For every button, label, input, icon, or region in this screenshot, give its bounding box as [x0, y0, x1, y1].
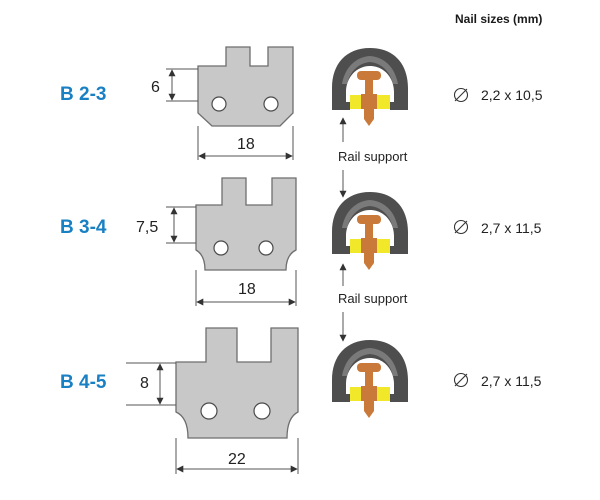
row-label: B 4-5: [60, 372, 107, 393]
height-value: 6: [151, 79, 160, 96]
hole: [263, 96, 279, 112]
height-dimension: 6: [151, 68, 198, 102]
hole: [200, 402, 218, 420]
nail-size-value: 2,2 x 10,5: [481, 87, 543, 103]
diameter-icon: [453, 372, 469, 388]
staple-plate: [195, 177, 297, 271]
row-label: B 2-3: [60, 84, 106, 105]
width-dimension: 22: [175, 438, 299, 474]
nail-size-value: 2,7 x 11,5: [481, 220, 542, 236]
clip-icon: [332, 340, 408, 418]
row-label: B 3-4: [60, 217, 107, 238]
staple-plate: [197, 46, 294, 127]
diameter-icon: [453, 219, 469, 235]
width-dimension: 18: [197, 126, 294, 160]
rail-support-label: Rail support: [338, 149, 408, 164]
nail-size: 2,7 x 11,5: [453, 219, 542, 236]
height-value: 7,5: [136, 219, 158, 236]
hole: [213, 240, 229, 256]
rail-support-2: Rail support: [338, 263, 408, 342]
clip-icon: [332, 192, 408, 270]
rail-support-1: Rail support: [338, 117, 408, 198]
nail-size: 2,7 x 11,5: [453, 372, 542, 389]
clip-icon: [332, 48, 408, 126]
staple-plate: [175, 327, 299, 439]
height-dimension: 7,5: [136, 206, 196, 244]
nail-size-value: 2,7 x 11,5: [481, 373, 542, 389]
rail-support-label: Rail support: [338, 291, 408, 306]
nail-sizes-header: Nail sizes (mm): [455, 12, 542, 26]
nail-size: 2,2 x 10,5: [453, 87, 543, 103]
hole: [211, 96, 227, 112]
height-value: 8: [140, 375, 149, 392]
width-dimension: 18: [195, 270, 297, 306]
row-b-4-5: B 4-5 8 22: [60, 327, 542, 474]
width-value: 18: [238, 281, 256, 298]
row-b-2-3: B 2-3 6 18: [60, 46, 543, 160]
height-dimension: 8: [126, 362, 176, 406]
width-value: 22: [228, 451, 246, 468]
hole: [253, 402, 271, 420]
width-value: 18: [237, 136, 255, 153]
hole: [258, 240, 274, 256]
diameter-icon: [453, 87, 469, 103]
row-b-3-4: B 3-4 7,5 18: [60, 177, 542, 306]
